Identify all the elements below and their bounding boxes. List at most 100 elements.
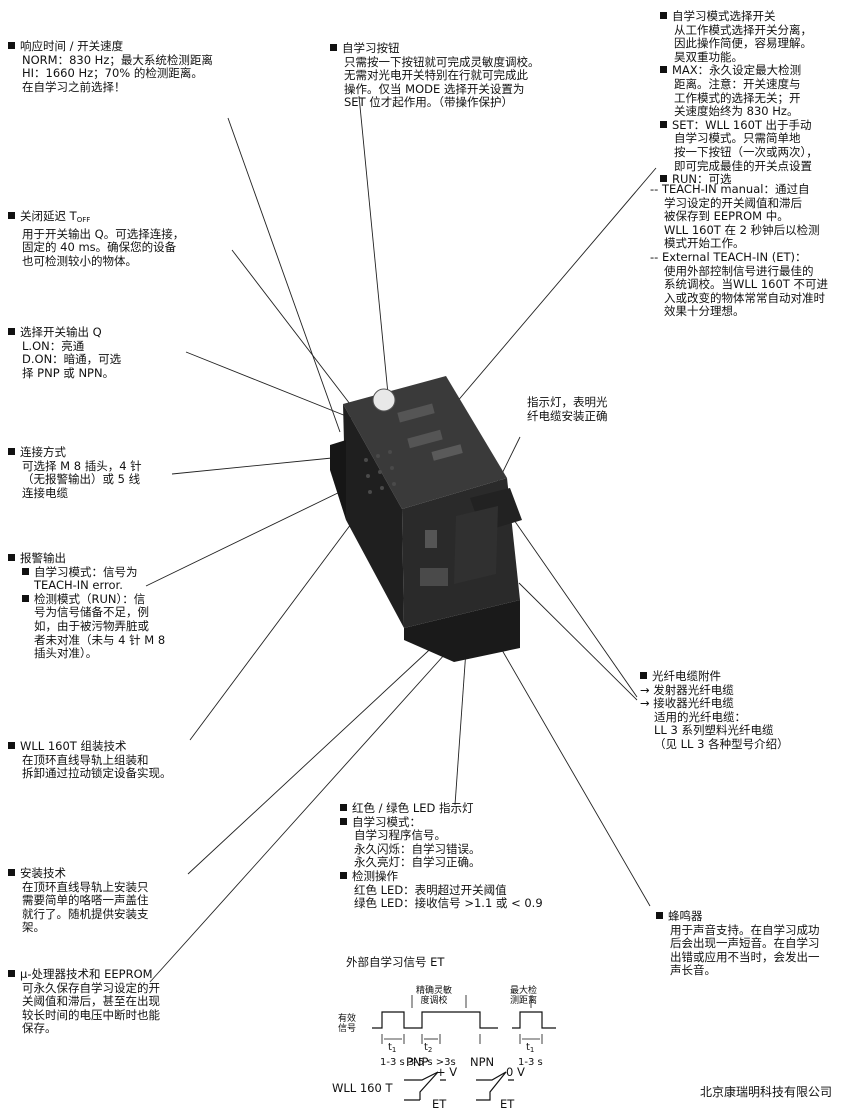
mode-switch-block: 自学习模式选择开关 从工作模式选择开关分离， 因此操作简便，容易理解。 昊双重功…: [660, 9, 818, 187]
set-line: 按一下按钮（一次或两次），: [674, 144, 818, 159]
timing-t2-label: t2: [424, 1043, 432, 1055]
timing-precise-label: 精确灵敏 度调校: [416, 986, 452, 1006]
indicator-line: 纤电缆安装正确: [527, 408, 608, 423]
leader-line: [358, 95, 389, 395]
timing-precise-label-line: 度调校: [420, 996, 448, 1006]
microprocessor-heading: μ-处理器技术和 EEPROM: [8, 967, 160, 982]
alarm-block: 报警输出 自学习模式：信号为 TEACH-IN error. 检测模式（RUN）…: [8, 551, 165, 661]
fiber-line: → 发射器光纤电缆: [640, 682, 734, 697]
alarm-detect-heading: 检测模式（RUN）：信: [8, 592, 165, 607]
alarm-teach-heading: 自学习模式：信号为: [8, 565, 165, 580]
connection-heading: 连接方式: [8, 445, 142, 460]
output-select-line: 择 PNP 或 NPN。: [22, 365, 115, 380]
install-line: 架。: [22, 920, 45, 935]
set-line: 自学习模式。只需简单地: [674, 131, 801, 146]
leader-line: [189, 519, 355, 741]
output-select-heading: 选择开关输出 Q: [8, 325, 121, 340]
microprocessor-line: 关阈值和滞后，甚至在出现: [22, 994, 160, 1009]
npn-switch: [476, 1071, 514, 1081]
response-time-line: NORM：830 Hz；最大系统检测距离: [22, 52, 213, 67]
wiring-et-label-npn: ET: [500, 1097, 515, 1111]
leader-line: [501, 649, 651, 907]
wiring-npn-label: NPN: [470, 1055, 495, 1069]
mode-switch-line: 因此操作简便，容易理解。: [674, 36, 812, 51]
timing-waveform-precise: [372, 1011, 498, 1029]
teach-button-line: 操作。仅当 MODE 选择开关设置为: [344, 81, 525, 96]
fiber-block: 光纤电缆附件 → 发射器光纤电缆 → 接收器光纤电缆 适用的光纤电缆： LL 3…: [640, 669, 789, 752]
connection-line: （无报警输出）或 5 线: [22, 472, 141, 487]
response-time-block: 响应时间 / 开关速度 NORM：830 Hz；最大系统检测距离 HI：1660…: [8, 39, 213, 94]
mode-switch-line: 从工作模式选择开关分离，: [674, 22, 812, 37]
leader-line: [171, 457, 333, 475]
max-line: 关速度始终为 830 Hz。: [674, 104, 799, 119]
max-line: 距离。注意：开关速度与: [674, 76, 801, 91]
timing-durations-b: 1-3 s: [518, 1057, 543, 1068]
off-delay-heading-text: 关闭延迟 T: [20, 209, 77, 223]
connection-line: 连接电缆: [22, 485, 68, 500]
buzzer-line: 声长音。: [670, 963, 716, 978]
leader-line: [513, 519, 638, 698]
microprocessor-line: 较长时间的电压中断时也能: [22, 1007, 160, 1022]
alarm-detect-line: 插头对准）。: [34, 646, 98, 661]
indicator-line: 指示灯，表明光: [527, 395, 608, 409]
off-delay-block: 关闭延迟 TOFF 用于开关输出 Q。可选择连接， 固定的 40 ms。确保您的…: [8, 209, 185, 268]
leader-line: [145, 489, 345, 587]
max-heading: MAX：永久设定最大检测: [660, 64, 818, 78]
install-heading: 安装技术: [8, 866, 149, 881]
indicator-block: 指示灯，表明光 纤电缆安装正确: [527, 395, 608, 423]
assembly-heading: WLL 160T 组装技术: [8, 739, 172, 754]
alarm-teach-line: TEACH-IN error.: [34, 578, 123, 593]
external-teach-in-line: 使用外部控制信号进行最佳的: [664, 263, 814, 278]
connection-block: 连接方式 可选择 M 8 插头，4 针 （无报警输出）或 5 线 连接电缆: [8, 445, 142, 500]
buzzer-heading: 蜂鸣器: [656, 909, 820, 924]
teach-in-manual-line: WLL 160T 在 2 秒钟后以检测: [664, 222, 820, 237]
timing-t1b-label: t1: [526, 1043, 534, 1055]
timing-t-label: t: [424, 1042, 428, 1053]
install-block: 安装技术 在顶环直线导轨上安装只 需要简单的咯嗒一声盖住 就行了。随机提供安装支…: [8, 866, 149, 935]
teach-button-line: SET 位才起作用。（带操作保护）: [344, 95, 513, 110]
off-delay-line: 用于开关输出 Q。可选择连接，: [22, 226, 185, 241]
wiring-pnp-label: PNP: [406, 1055, 429, 1069]
assembly-block: WLL 160T 组装技术 在顶环直线导轨上组装和 拆卸通过拉动锁定设备实现。: [8, 739, 172, 781]
leader-line: [449, 167, 657, 411]
teach-in-manual-line: 模式开始工作。: [664, 236, 745, 251]
output-select-block: 选择开关输出 Q L.ON：亮通 D.ON：暗通，可选 择 PNP 或 NPN。: [8, 325, 121, 380]
run-heading: RUN：可选: [660, 173, 818, 187]
timing-signal-label: 有效 信号: [338, 1014, 356, 1034]
leader-lines: [145, 95, 657, 983]
timing-max-label: 最大检 测距离: [510, 986, 537, 1006]
leader-line: [185, 351, 357, 421]
assembly-line: 拆卸通过拉动锁定设备实现。: [22, 766, 172, 781]
leader-line: [454, 649, 467, 806]
fiber-line: LL 3 系列塑料光纤电缆: [654, 723, 774, 738]
response-time-line: 在自学习之前选择！: [22, 79, 126, 94]
teach-button-line: 无需对光电开关特别在行就可完成此: [344, 68, 528, 83]
leader-line: [231, 249, 351, 405]
leader-line: [227, 117, 341, 433]
external-teach-in-heading: -- External TEACH-IN (ET)：: [650, 249, 807, 264]
buzzer-line: 后会出现一声短音。在自学习: [670, 936, 820, 951]
wiring-symbols: [404, 1071, 514, 1101]
off-delay-line: 固定的 40 ms。确保您的设备: [22, 240, 177, 255]
led-block: 红色 / 绿色 LED 指示灯 自学习模式： 自学习程序信号。 永久闪烁：自学习…: [340, 801, 543, 911]
company-name: 北京康瑞明科技有限公司: [699, 1085, 832, 1099]
external-teach-in-line: 效果十分理想。: [664, 304, 745, 319]
buzzer-line: 用于声音支持。在自学习成功: [670, 922, 820, 937]
off-delay-heading-sub: OFF: [76, 216, 91, 224]
fiber-line: → 接收器光纤电缆: [640, 696, 734, 711]
off-delay-heading: 关闭延迟 TOFF: [8, 209, 184, 228]
wiring-plus-v-label: + V: [436, 1065, 458, 1079]
install-line: 在顶环直线导轨上安装只: [22, 879, 149, 894]
pnp-et-wire: [404, 1071, 439, 1101]
set-line: 即可完成最佳的开关点设置: [674, 158, 812, 173]
fiber-line: （见 LL 3 各种型号介绍）: [654, 736, 789, 751]
timing-t-label: t: [526, 1042, 530, 1053]
wiring-zero-v-label: 0 V: [506, 1065, 525, 1079]
teach-in-manual-line: 被保存到 EEPROM 中。: [664, 209, 789, 224]
alarm-detect-line: 如，由于被污物弄脏或: [34, 618, 149, 633]
teach-button-line: 只需按一下按钮就可完成灵敏度调校。: [344, 54, 540, 69]
buzzer-block: 蜂鸣器 用于声音支持。在自学习成功 后会出现一声短音。在自学习 出错或应用不当时…: [656, 909, 820, 978]
fiber-heading: 光纤电缆附件: [640, 669, 789, 684]
leader-line: [187, 639, 441, 875]
led-teach-heading: 自学习模式：: [340, 815, 543, 830]
